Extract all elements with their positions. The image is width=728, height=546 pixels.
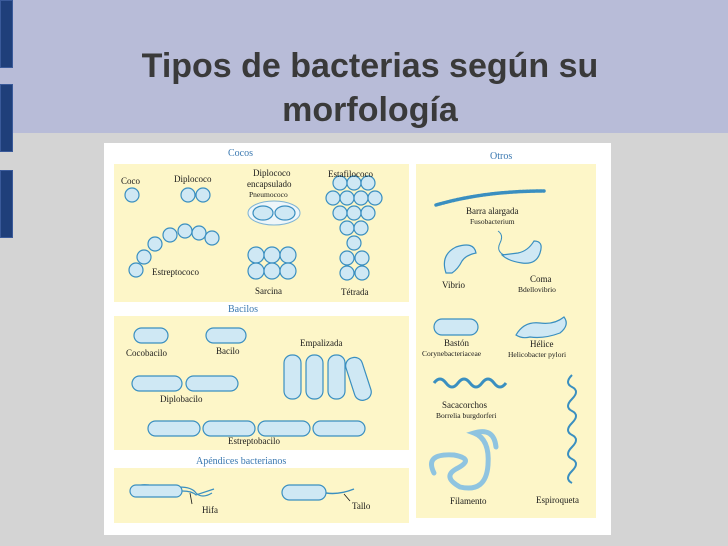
diplococo-encapsulado-cells	[248, 201, 300, 225]
diplobacilo-label: Diplobacilo	[160, 394, 203, 404]
otros-header: Otros	[490, 151, 512, 162]
helice-label: Hélice	[530, 339, 553, 349]
baston-cell	[434, 319, 478, 335]
pneumococo-label: Pneumococo	[249, 190, 288, 199]
cocobacilo-label: Cocobacilo	[126, 348, 167, 358]
empalizada-label: Empalizada	[300, 338, 342, 348]
diplococo-encapsulado-label: Diplococo	[253, 168, 291, 178]
side-decoration-bar	[0, 0, 13, 68]
estafilococo-cells	[326, 176, 382, 250]
tallo-label: Tallo	[352, 501, 370, 511]
sacacorchos-label: Sacacorchos	[442, 400, 487, 410]
sarcina-label: Sarcina	[255, 286, 282, 296]
side-decoration-bar	[0, 84, 13, 152]
diplococo-encapsulado-label: encapsulado	[247, 179, 291, 189]
tetrada-label: Tétrada	[341, 287, 368, 297]
cocobacilo-cell	[134, 328, 168, 343]
side-decoration-bar	[0, 170, 13, 238]
helice-cell	[516, 317, 566, 338]
fusobacterium-label: Fusobacterium	[470, 217, 515, 226]
tallo-cell	[282, 485, 354, 501]
bacilo-cell	[206, 328, 246, 343]
bacteria-morphology-figure: Cocos Bacilos Apéndices bacterianos Otro…	[104, 143, 611, 535]
diplococo-label: Diplococo	[174, 174, 212, 184]
borrelia-label: Borrelia burgdorferi	[436, 411, 496, 420]
coma-label: Coma	[530, 274, 552, 284]
espiroqueta-cell	[568, 375, 576, 483]
slide-title: Tipos de bacterias según su morfología	[80, 44, 660, 132]
coco-label: Coco	[121, 176, 140, 186]
vibrio-label: Vibrio	[442, 280, 465, 290]
tetrada-cells	[340, 251, 369, 280]
filamento-label: Filamento	[450, 496, 487, 506]
hifa-label: Hifa	[202, 505, 218, 515]
apendices-header: Apéndices bacterianos	[196, 456, 286, 467]
empalizada-cells	[284, 355, 373, 402]
coma-cell	[498, 231, 541, 263]
diplobacilo-cells	[132, 376, 238, 391]
bacilos-header: Bacilos	[228, 304, 258, 315]
diplococo-cell	[196, 188, 210, 202]
bdellovibrio-label: Bdellovibrio	[518, 285, 556, 294]
diplococo-cell	[181, 188, 195, 202]
estafilococo-label: Estafilococo	[328, 169, 373, 179]
espiroqueta-label: Espiroqueta	[536, 495, 579, 505]
baston-label: Bastón	[444, 338, 469, 348]
vibrio-cell	[444, 245, 476, 273]
slide-title-line2: morfología	[80, 88, 660, 132]
filamento-cell	[432, 432, 497, 488]
estreptococo-label: Estreptococo	[152, 267, 199, 277]
barra-alargada-label: Barra alargada	[466, 206, 519, 216]
cocos-header: Cocos	[228, 148, 253, 159]
hifa-cell	[130, 485, 214, 504]
estreptobacilo-cells	[148, 421, 365, 436]
barra-alargada-cell	[436, 191, 544, 205]
coco-cell	[125, 188, 139, 202]
slide-title-line1: Tipos de bacterias según su	[80, 44, 660, 88]
corynebacteriaceae-label: Corynebacteriaceae	[422, 349, 481, 358]
bacilo-label: Bacilo	[216, 346, 240, 356]
estreptobacilo-label: Estreptobacilo	[228, 436, 280, 446]
sarcina-cells	[248, 247, 296, 279]
sacacorchos-cell	[434, 379, 506, 387]
helicobacter-label: Helicobacter pylori	[508, 350, 566, 359]
